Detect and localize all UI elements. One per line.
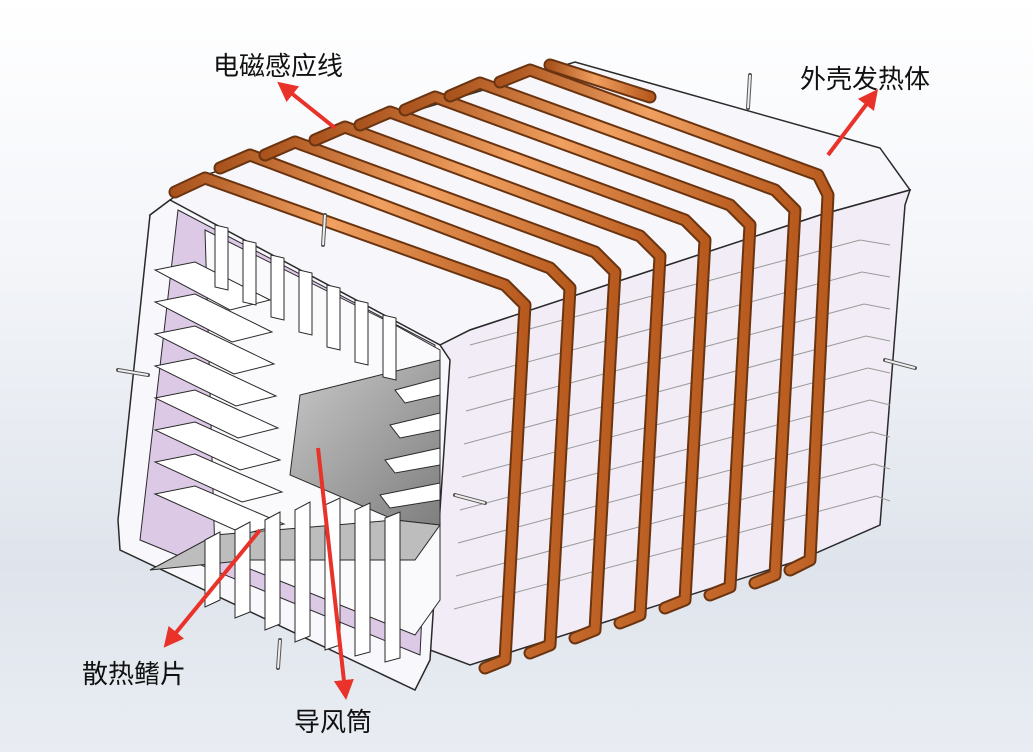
pin-core	[117, 369, 149, 376]
fin	[384, 447, 441, 474]
fin	[326, 284, 341, 351]
fin	[153, 485, 286, 535]
fin	[242, 239, 257, 306]
pin-core	[747, 74, 751, 109]
pin-core	[322, 214, 326, 246]
right-inner-fins	[379, 377, 441, 509]
fin	[469, 239, 891, 346]
fin	[463, 335, 891, 445]
arrow-coil	[277, 81, 337, 130]
fin	[153, 293, 274, 343]
pin-core	[884, 359, 916, 369]
coil-turn	[310, 122, 665, 628]
fin	[459, 399, 891, 511]
coil-turn	[215, 150, 575, 658]
arrow-duct	[316, 447, 354, 700]
coil-turn	[260, 137, 620, 643]
fin	[384, 511, 401, 663]
fin	[467, 271, 891, 379]
pin-core	[277, 639, 281, 669]
label-duct: 导风筒	[294, 708, 373, 738]
label-fins: 散热鳍片	[82, 660, 187, 690]
fin	[354, 502, 371, 657]
fin	[354, 299, 369, 366]
fin	[264, 511, 281, 631]
fin	[153, 453, 284, 503]
fin	[270, 254, 285, 321]
label-coil: 电磁感应线	[213, 52, 344, 82]
fin	[234, 521, 251, 619]
coil-turn	[495, 65, 833, 575]
coil-turn	[400, 92, 755, 600]
fin	[153, 389, 280, 439]
fin	[214, 224, 229, 291]
left-fins	[153, 261, 286, 535]
fin	[204, 531, 221, 608]
callout-arrows	[163, 81, 879, 700]
fin	[379, 482, 441, 509]
fin	[465, 303, 891, 412]
fin	[294, 501, 311, 643]
pin-core	[454, 494, 486, 504]
fin	[382, 314, 397, 381]
arrow-fins	[163, 528, 262, 648]
fin	[153, 357, 278, 407]
fin	[153, 325, 276, 375]
fin	[389, 412, 441, 439]
coil-turn	[170, 173, 530, 673]
coil-turn	[355, 107, 710, 613]
induction-coils	[168, 58, 835, 675]
fin	[394, 377, 441, 404]
fin	[153, 421, 282, 471]
fin	[298, 269, 313, 336]
fin	[153, 261, 272, 311]
coil-lead	[545, 60, 655, 102]
fin	[461, 367, 891, 478]
coil-turn	[445, 78, 800, 588]
label-shell: 外壳发热体	[800, 65, 931, 95]
arrow-shell	[826, 89, 879, 157]
top-fins	[214, 224, 397, 381]
